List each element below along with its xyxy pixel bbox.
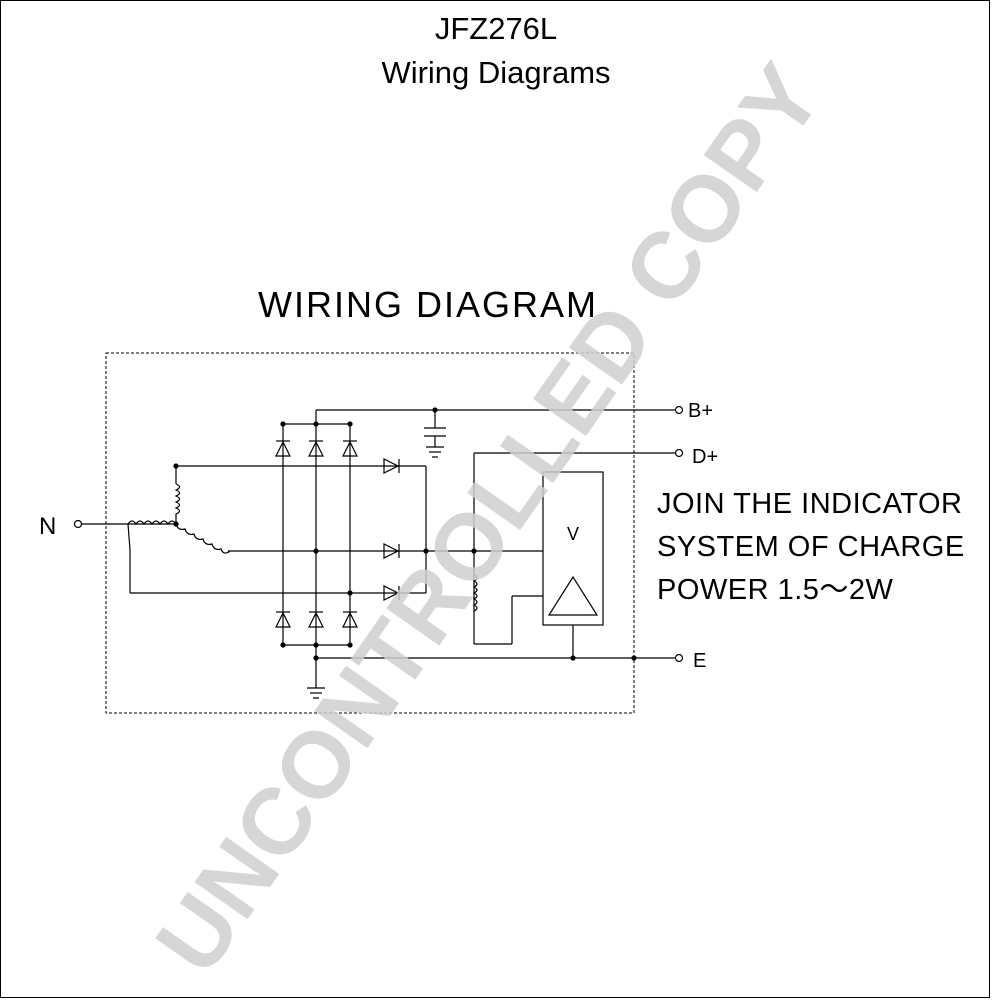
terminal-e-label: E: [693, 650, 706, 672]
junction-dots: [173, 407, 637, 661]
page-subtitle: Wiring Diagrams: [381, 55, 611, 90]
alternator-enclosure: [105, 352, 635, 714]
wiring: [82, 409, 676, 699]
terminals: [73, 405, 684, 663]
diagram-heading: WIRING DIAGRAM: [258, 284, 598, 325]
terminal-b-plus-label: B+: [688, 400, 713, 422]
terminal-d-plus-label: D+: [692, 446, 718, 468]
note-line-3: POWER 1.5～2W: [657, 574, 894, 606]
model-title: JFZ276L: [434, 11, 558, 46]
terminal-n-label: N: [39, 513, 56, 540]
note-line-1: JOIN THE INDICATOR: [657, 488, 962, 520]
regulator-label: V: [567, 524, 579, 544]
rectifier-diodes: [275, 440, 400, 628]
note-line-2: SYSTEM OF CHARGE: [657, 531, 965, 563]
